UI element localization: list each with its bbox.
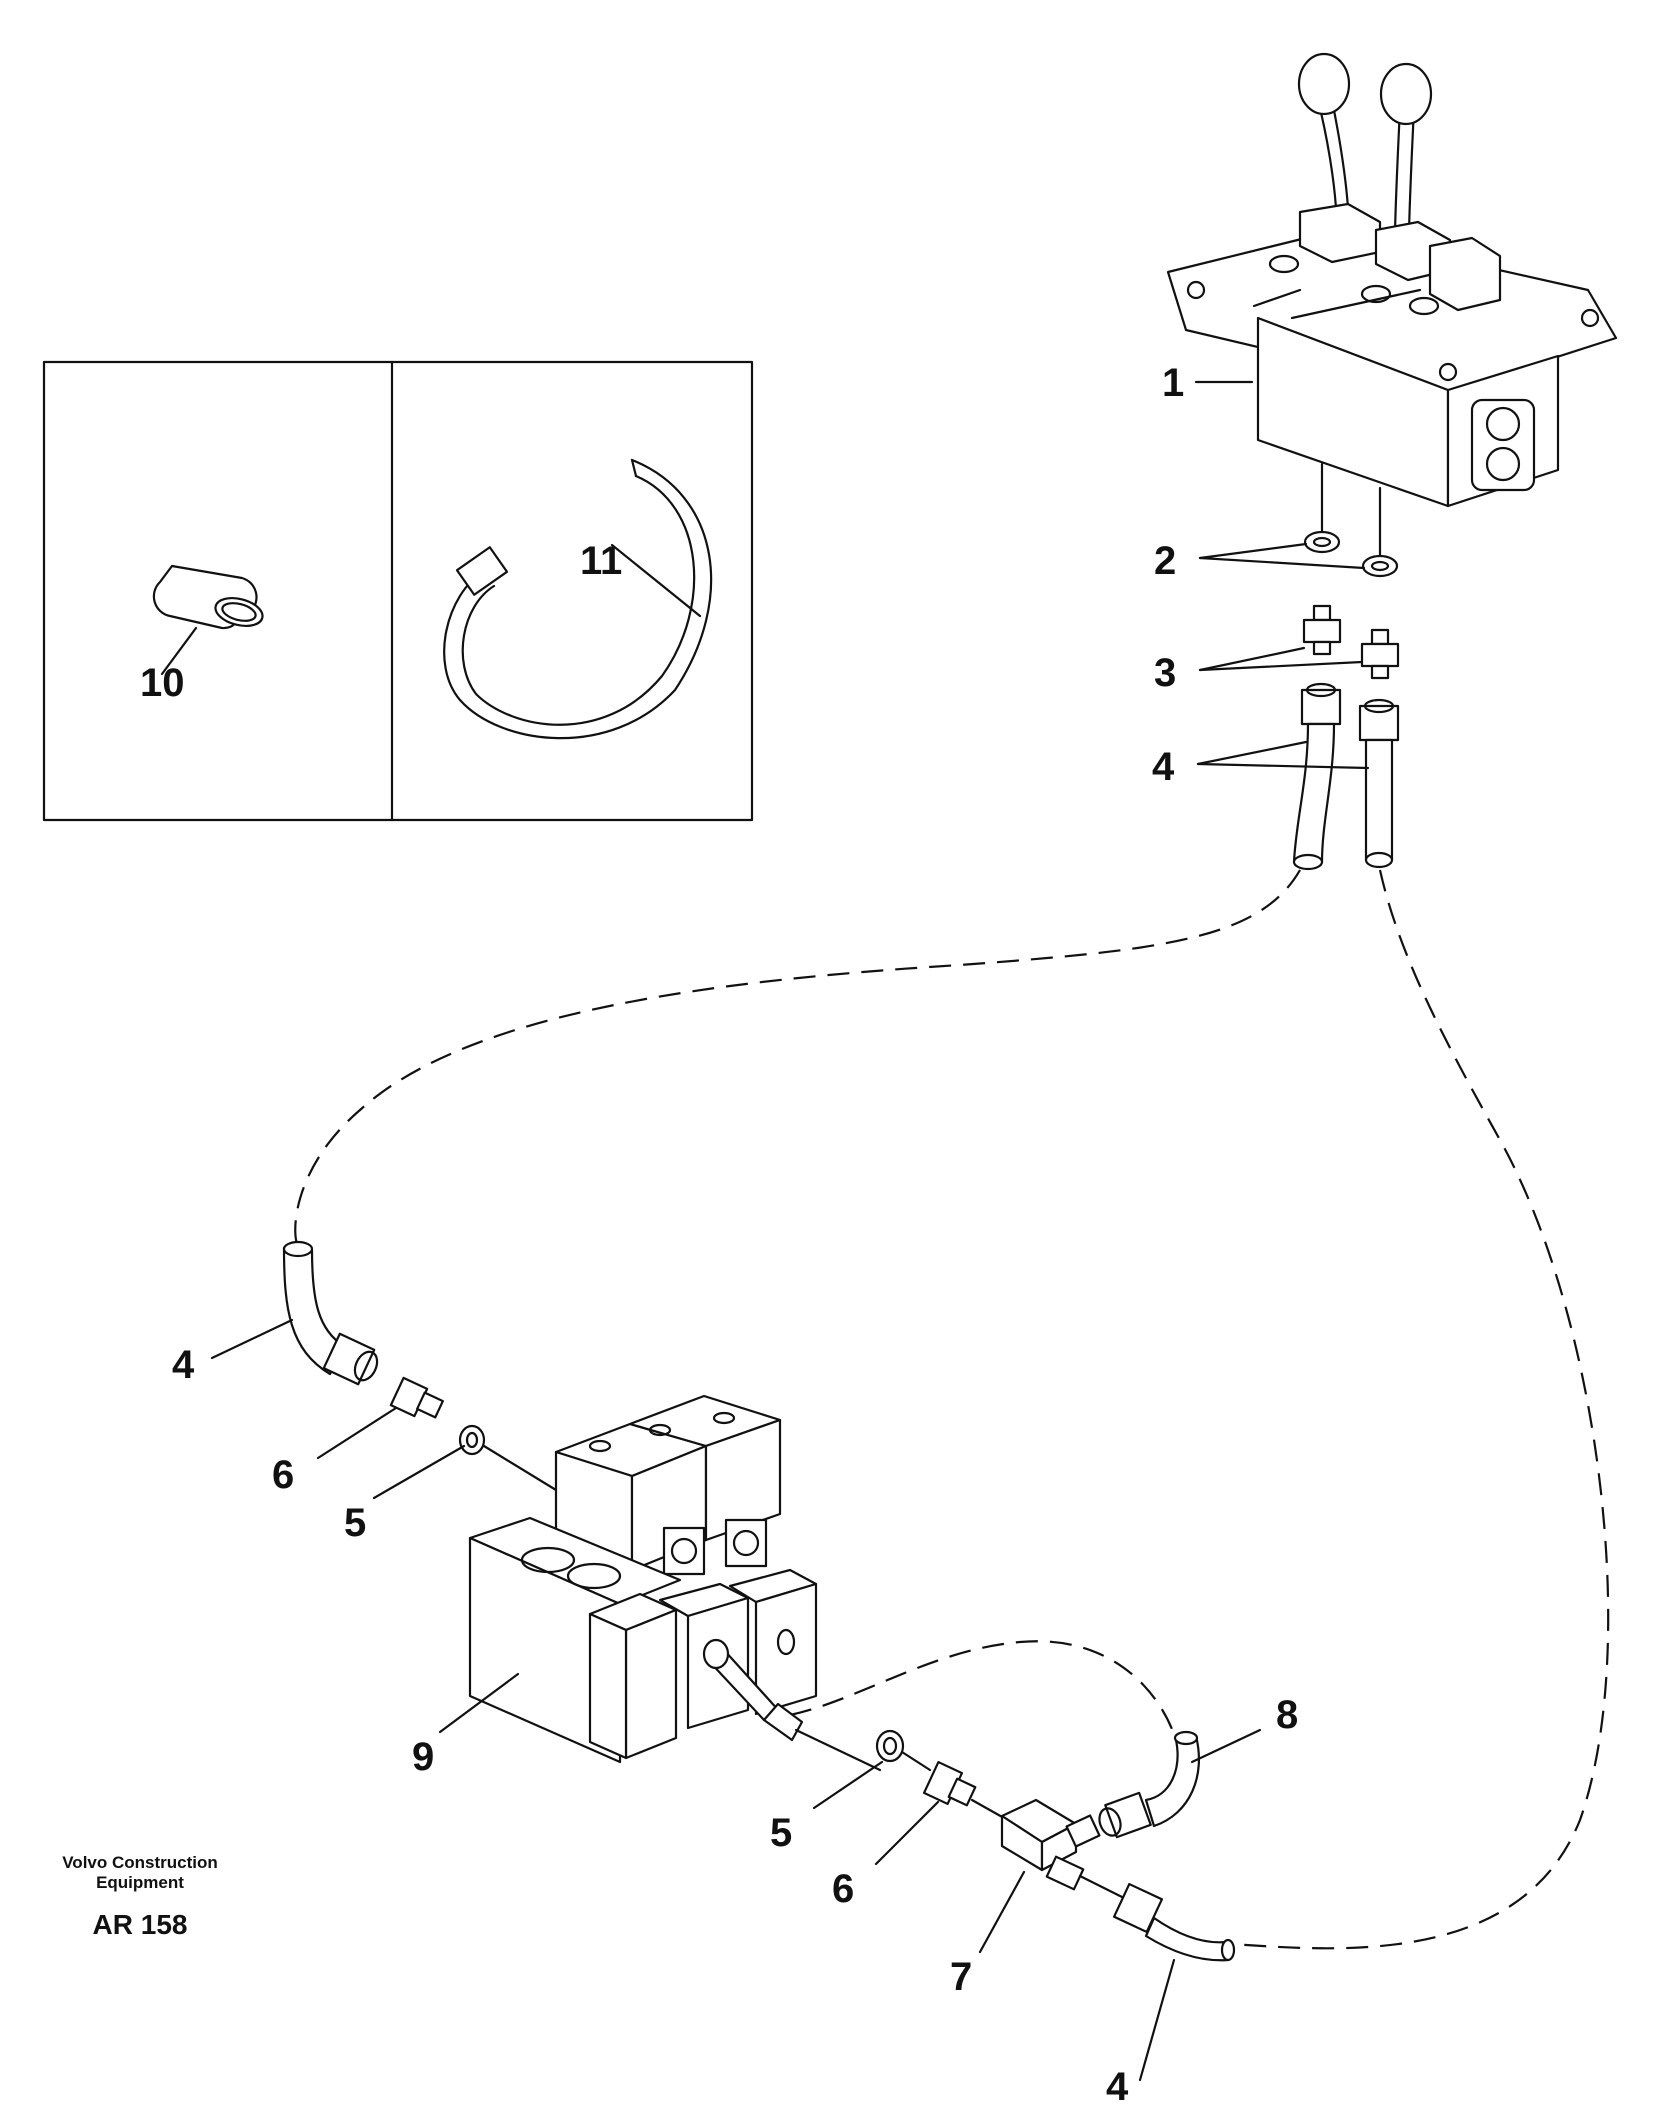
drawing-stamp: Volvo Construction Equipment AR 158 — [62, 1853, 218, 1940]
callout-9: 9 — [412, 1735, 434, 1779]
callout-1: 1 — [1162, 361, 1184, 405]
directional-valve-part — [468, 1394, 882, 1772]
callout-4-left: 4 — [172, 1343, 195, 1387]
cable-tie-part — [443, 458, 713, 740]
stamp-drawing-code: AR 158 — [93, 1909, 188, 1940]
callout-4-lower: 4 — [1106, 2065, 1129, 2104]
callout-8: 8 — [1276, 1693, 1298, 1737]
callout-5-lower: 5 — [770, 1811, 792, 1855]
callout-6-left: 6 — [272, 1453, 294, 1497]
callout-labels: 1 2 3 4 4 6 5 9 5 6 7 8 4 10 11 — [140, 361, 1298, 2104]
callout-5-left: 5 — [344, 1501, 366, 1545]
stamp-company-line1: Volvo Construction — [62, 1853, 218, 1872]
callout-7: 7 — [950, 1955, 972, 1999]
hose-route-bridge — [789, 1640, 1178, 1741]
control-valve-part — [1166, 52, 1618, 508]
fittings-upper — [1292, 462, 1400, 871]
callout-4-upper: 4 — [1152, 745, 1175, 789]
callout-11: 11 — [580, 539, 622, 583]
leader-lines — [210, 380, 1370, 2082]
callout-6-lower: 6 — [832, 1867, 854, 1911]
callout-2: 2 — [1154, 539, 1176, 583]
callout-10: 10 — [140, 661, 185, 705]
stamp-company-line2: Equipment — [96, 1873, 184, 1892]
hose-route-left — [294, 869, 1301, 1251]
fittings-lower — [875, 1729, 1236, 1962]
hose-route-right — [1229, 869, 1610, 1950]
fittings-left — [282, 1240, 558, 1492]
callout-3: 3 — [1154, 651, 1176, 695]
sleeve-part — [152, 564, 264, 676]
inset-box — [42, 360, 754, 822]
